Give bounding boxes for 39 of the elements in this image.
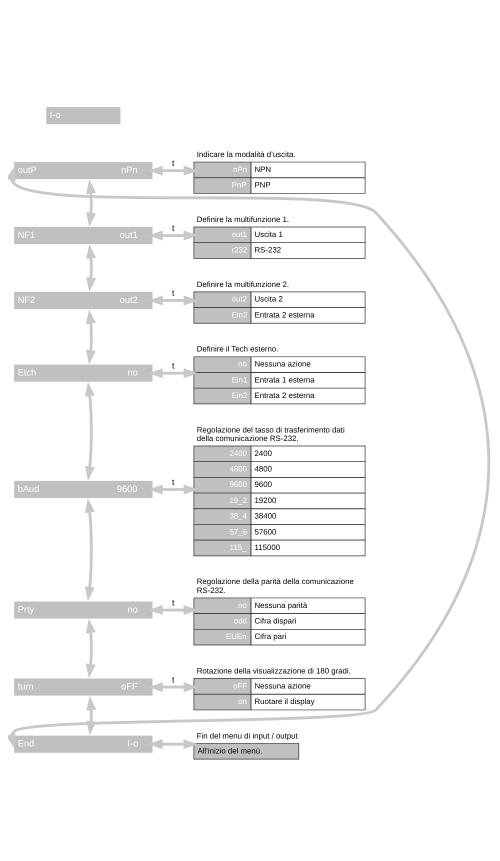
node-label: Fin del menu di input / output xyxy=(196,730,298,740)
node-label: Definire la multifunzione 2. xyxy=(196,279,289,288)
arrow xyxy=(86,618,96,678)
node-label: Definire la multifunzione 1. xyxy=(196,214,289,224)
edge-label: t xyxy=(172,287,174,298)
arrow xyxy=(86,308,96,364)
arrow xyxy=(8,166,490,748)
edge-label: t xyxy=(172,596,174,607)
arrow xyxy=(148,165,198,176)
edge-label: t xyxy=(172,158,174,168)
node-label: Regolazione del tasso di trasferimento dati della comunicazione RS-232. xyxy=(196,424,345,442)
edge-label: t xyxy=(172,674,174,684)
node-box: I-o xyxy=(46,106,120,124)
arrow xyxy=(148,738,198,749)
arrow xyxy=(148,484,198,494)
edge-label: t xyxy=(172,222,174,232)
arrow xyxy=(86,244,96,292)
node-box: outP nPn xyxy=(14,162,153,179)
node-box: Etch no xyxy=(14,364,153,382)
arrow xyxy=(84,381,95,480)
node-box: NF1 out1 xyxy=(14,226,153,244)
node-box: NF2 out2 xyxy=(14,291,153,309)
arrow xyxy=(148,682,198,692)
node-box: turn oFF xyxy=(14,678,153,696)
node-label: Indicare la modalità d’uscita. xyxy=(196,149,296,158)
node-box: Prty no xyxy=(14,601,153,618)
node-box: End I-o xyxy=(14,735,153,752)
arrow xyxy=(84,498,95,601)
node-label: Rotazione della visualizzazione di 180 gradi. xyxy=(196,666,351,675)
arrow xyxy=(148,368,198,378)
edge-label: t xyxy=(172,476,174,486)
node-box: bAud 9600 xyxy=(14,480,153,498)
arrow xyxy=(148,604,198,615)
node-label: Regolazione della parità della comunicazione RS-232. xyxy=(196,576,354,594)
arrow xyxy=(86,178,96,226)
node-label: Definire il Tech esterno. xyxy=(196,344,278,354)
arrow xyxy=(148,294,198,305)
arrow xyxy=(148,230,198,240)
edge-label: t xyxy=(172,360,174,370)
